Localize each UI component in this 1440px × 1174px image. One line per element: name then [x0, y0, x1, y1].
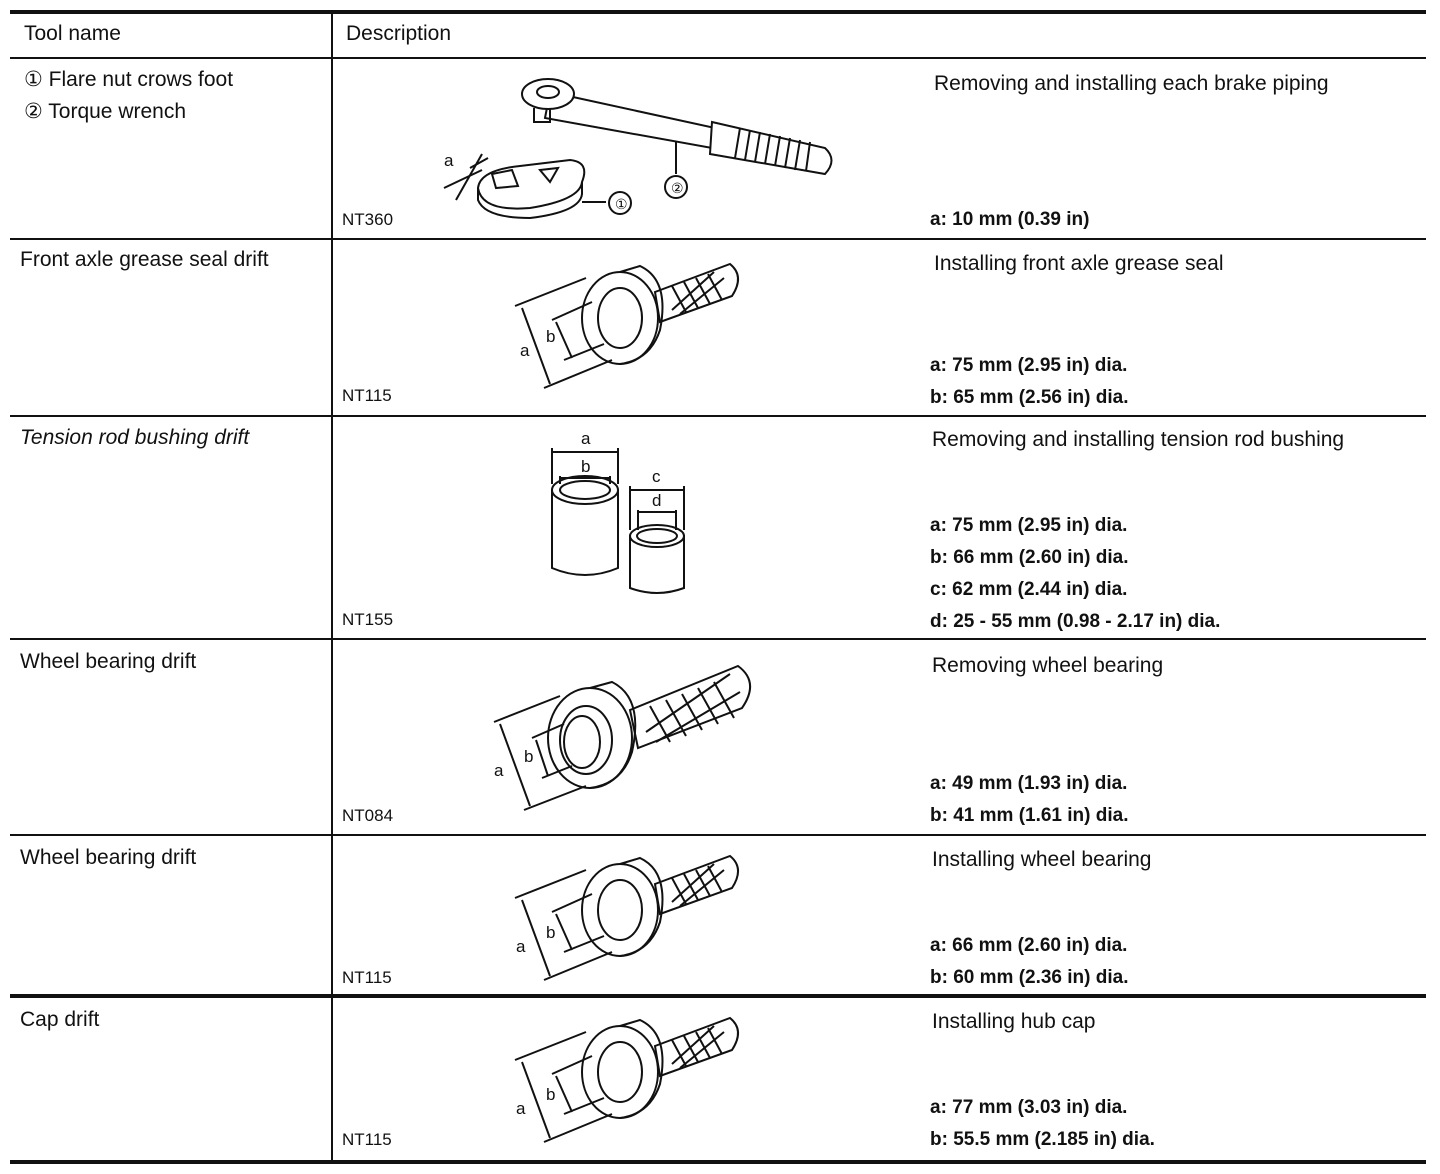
spec-line: a: 75 mm (2.95 in) dia.	[930, 355, 1128, 376]
callout-1: ①	[615, 196, 628, 212]
spec-line: b: 41 mm (1.61 in) dia.	[930, 805, 1129, 826]
dimension-label-a: a	[444, 151, 454, 170]
table-top-rule	[10, 10, 1426, 14]
dimension-label-b: b	[546, 327, 555, 346]
cap-drift-illustration: a b	[514, 1016, 739, 1143]
dimension-label-b: b	[581, 457, 590, 476]
nt-code: NT115	[342, 968, 392, 987]
tool-name-line: Front axle grease seal drift	[20, 248, 269, 271]
tool-name-cell: Front axle grease seal drift	[20, 244, 269, 276]
dimension-label-a: a	[520, 341, 530, 360]
spec-line: a: 77 mm (3.03 in) dia.	[930, 1097, 1128, 1118]
spec-line: b: 60 mm (2.36 in) dia.	[930, 967, 1129, 988]
tool-specs: a: 75 mm (2.95 in) dia. b: 66 mm (2.60 i…	[930, 510, 1220, 638]
tool-specs: a: 66 mm (2.60 in) dia. b: 60 mm (2.36 i…	[930, 930, 1129, 994]
nt-code: NT115	[342, 1130, 392, 1149]
dimension-label-b: b	[546, 1085, 555, 1104]
dimension-label-a: a	[494, 761, 504, 780]
nt-code: NT155	[342, 610, 394, 629]
spec-line: b: 55.5 mm (2.185 in) dia.	[930, 1129, 1155, 1150]
row-divider	[10, 415, 1426, 417]
tool-name-line: Tension rod bushing drift	[20, 426, 250, 449]
tool-name-line: Cap drift	[20, 1008, 100, 1031]
tool-purpose: Installing front axle grease seal	[934, 252, 1224, 275]
dimension-label-a: a	[516, 937, 526, 956]
tool-name-cell: Tension rod bushing drift	[20, 422, 249, 454]
callout-2: ②	[671, 180, 684, 196]
spec-line: a: 10 mm (0.39 in)	[930, 209, 1090, 230]
dimension-label-a: a	[581, 429, 591, 448]
wheel-bearing-removal-drift-illustration: a b	[493, 664, 751, 811]
spec-line: c: 62 mm (2.44 in) dia.	[930, 579, 1128, 600]
tension-rod-bushing-drift-illustration: a b c d	[551, 429, 685, 594]
spec-line: d: 25 - 55 mm (0.98 - 2.17 in) dia.	[930, 611, 1221, 632]
row-divider	[10, 238, 1426, 240]
header-tool-name: Tool name	[24, 22, 121, 45]
header-description: Description	[346, 22, 452, 45]
tool-purpose: Removing wheel bearing	[932, 654, 1164, 677]
table-bottom-rule	[10, 1160, 1426, 1164]
tool-specs: a: 75 mm (2.95 in) dia. b: 65 mm (2.56 i…	[930, 350, 1129, 414]
tool-name-cell: Cap drift	[20, 1004, 99, 1036]
dimension-label-b: b	[546, 923, 555, 942]
tool-name-line: Wheel bearing drift	[20, 650, 197, 673]
tool-name-cell: Wheel bearing drift	[20, 842, 196, 874]
tool-specs: a: 77 mm (3.03 in) dia. b: 55.5 mm (2.18…	[930, 1092, 1155, 1156]
spec-line: a: 75 mm (2.95 in) dia.	[930, 515, 1128, 536]
row-divider	[10, 638, 1426, 640]
nt-code: NT360	[342, 210, 394, 229]
tool-name-line: ② Torque wrench	[24, 100, 187, 123]
tool-purpose: Removing and installing each brake pipin…	[934, 72, 1329, 95]
flare-nut-torque-wrench-illustration: a ① ②	[443, 78, 833, 220]
nt-code: NT084	[342, 806, 394, 825]
tool-name-cell: Wheel bearing drift	[20, 646, 196, 678]
tool-purpose: Installing wheel bearing	[932, 848, 1152, 871]
dimension-label-a: a	[516, 1099, 526, 1118]
grease-seal-drift-illustration: a b	[514, 262, 739, 389]
wheel-bearing-install-drift-illustration: a b	[514, 854, 739, 981]
nt-code: NT115	[342, 386, 392, 405]
spec-line: b: 66 mm (2.60 in) dia.	[930, 547, 1129, 568]
header-rule	[10, 57, 1426, 59]
dimension-label-b: b	[524, 747, 533, 766]
spec-line: b: 65 mm (2.56 in) dia.	[930, 387, 1129, 408]
spec-line: a: 49 mm (1.93 in) dia.	[930, 773, 1128, 794]
row-divider	[10, 834, 1426, 836]
tool-name-line: ① Flare nut crows foot	[24, 68, 234, 91]
tool-purpose: Installing hub cap	[932, 1010, 1096, 1033]
row-divider	[10, 994, 1426, 998]
spec-line: a: 66 mm (2.60 in) dia.	[930, 935, 1128, 956]
column-divider	[331, 11, 333, 1163]
dimension-label-c: c	[652, 467, 661, 486]
tool-name-cell: ① Flare nut crows foot ② Torque wrench	[24, 64, 233, 128]
tool-name-line: Wheel bearing drift	[20, 846, 197, 869]
dimension-label-d: d	[652, 491, 661, 510]
tool-specs: a: 49 mm (1.93 in) dia. b: 41 mm (1.61 i…	[930, 768, 1129, 832]
tool-specs: a: 10 mm (0.39 in)	[930, 204, 1089, 236]
tool-purpose: Removing and installing tension rod bush…	[932, 428, 1345, 451]
